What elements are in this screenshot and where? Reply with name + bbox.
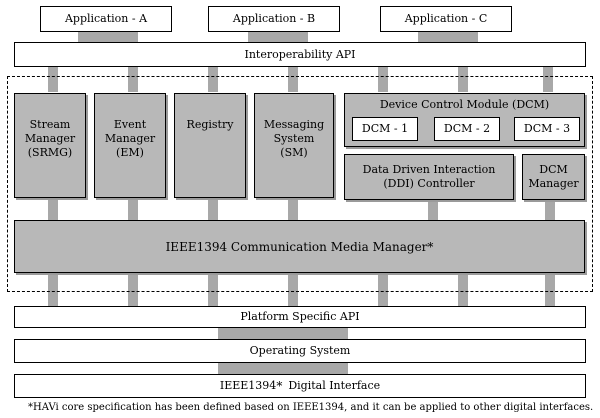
digital-interface-suffix: Digital Interface — [288, 379, 381, 392]
connector-registry-down — [208, 198, 218, 220]
connector-srmg-down — [48, 198, 58, 220]
connector-sm-up — [288, 66, 298, 92]
havi-core-boundary — [7, 76, 593, 292]
dcm-manager-box: DCM Manager — [522, 154, 585, 200]
connector-bottom-4 — [288, 274, 298, 306]
connector-bottom-2 — [128, 274, 138, 306]
dcm-2-box: DCM - 2 — [434, 117, 500, 141]
footnote-asterisk: * — [28, 402, 33, 413]
connector-registry-up — [208, 66, 218, 92]
dcm-title: Device Control Module (DCM) — [379, 98, 550, 111]
registry-box: Registry — [174, 93, 246, 198]
connector-dcm3-up — [543, 66, 553, 92]
connector-sm-down — [288, 198, 298, 220]
digital-interface-asterisk: * — [276, 379, 283, 393]
connector-platform-os — [218, 327, 348, 339]
connector-bottom-5 — [378, 274, 388, 306]
connector-app-b — [248, 32, 308, 42]
operating-system-box: Operating System — [14, 339, 586, 363]
cmm-asterisk: * — [427, 239, 434, 254]
interoperability-api-box: Interoperability API — [14, 42, 586, 67]
connector-bottom-3 — [208, 274, 218, 306]
connector-em-up — [128, 66, 138, 92]
messaging-system-box: Messaging System (SM) — [254, 93, 334, 198]
connector-app-c — [418, 32, 478, 42]
cmm-label: IEEE1394 Communication Media Manager — [165, 239, 428, 254]
connector-os-interface — [218, 362, 348, 374]
connector-bottom-7 — [545, 274, 555, 306]
connector-bottom-1 — [48, 274, 58, 306]
digital-interface-prefix: IEEE1394 — [219, 379, 277, 392]
connector-app-a — [78, 32, 138, 42]
application-c-box: Application - C — [380, 6, 512, 32]
stream-manager-box: Stream Manager (SRMG) — [14, 93, 86, 198]
application-b-box: Application - B — [208, 6, 340, 32]
connector-em-down — [128, 198, 138, 220]
application-a-box: Application - A — [40, 6, 172, 32]
connector-dcm1-up — [378, 66, 388, 92]
ddi-controller-box: Data Driven Interaction (DDI) Controller — [344, 154, 514, 200]
dcm-1-box: DCM - 1 — [352, 117, 418, 141]
platform-specific-api-box: Platform Specific API — [14, 306, 586, 328]
communication-media-manager-box: IEEE1394 Communication Media Manager* — [14, 220, 585, 273]
dcm-3-box: DCM - 3 — [514, 117, 580, 141]
footnote: *HAVi core specification has been define… — [28, 402, 593, 414]
connector-dcm-manager-down — [545, 200, 555, 220]
digital-interface-box: IEEE1394* Digital Interface — [14, 374, 586, 398]
connector-srmg-up — [48, 66, 58, 92]
event-manager-box: Event Manager (EM) — [94, 93, 166, 198]
connector-ddi-down — [428, 200, 438, 220]
connector-bottom-6 — [458, 274, 468, 306]
connector-dcm2-up — [458, 66, 468, 92]
footnote-text: HAVi core specification has been defined… — [33, 402, 594, 413]
